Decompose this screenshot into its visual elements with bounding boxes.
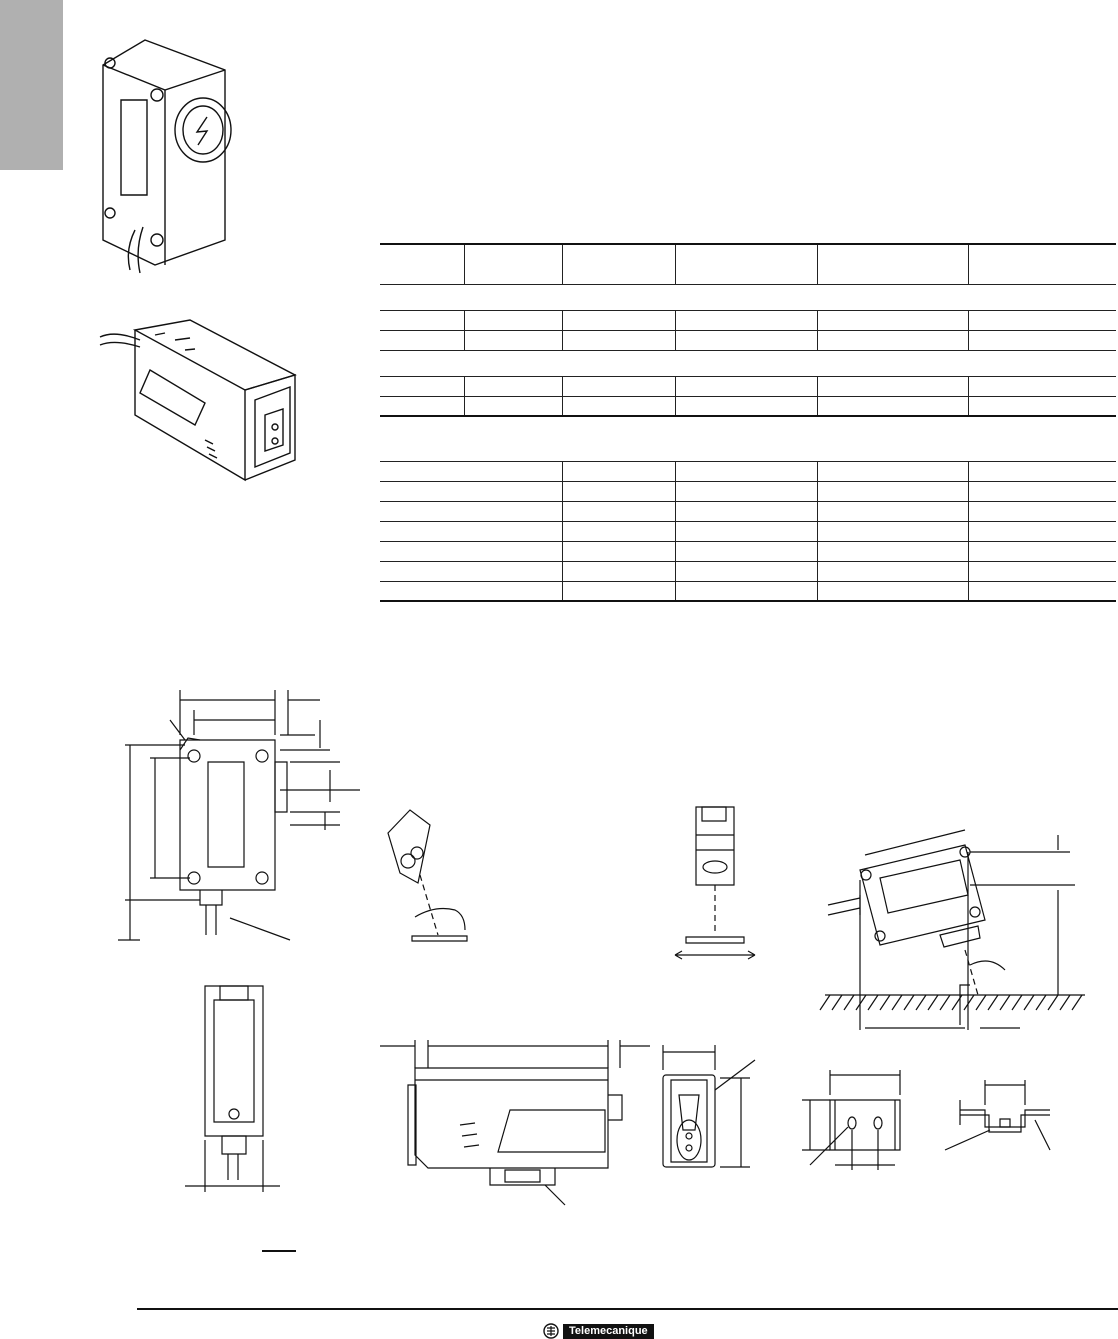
brand-logo: Telemecanique <box>543 1323 654 1339</box>
mounting-diagram-tilt <box>380 805 500 955</box>
dimension-drawing-bracket <box>790 1065 915 1185</box>
footer-rule <box>137 1308 1118 1310</box>
mounting-diagram-straight <box>670 805 770 965</box>
brand-emblem-icon <box>543 1323 559 1339</box>
specification-table <box>380 243 1116 602</box>
dimension-drawing-amplifier-side <box>380 1040 650 1210</box>
mounting-diagram-angled <box>820 820 1090 1040</box>
dimension-drawing-sensor-side <box>180 980 290 1195</box>
dimension-drawing-din-rail <box>945 1075 1055 1165</box>
product-illustration-amplifier <box>95 315 305 495</box>
dimension-drawing-amplifier-front <box>655 1040 765 1175</box>
product-illustration-sensor-round <box>95 35 240 275</box>
underline-mark <box>262 1250 296 1252</box>
brand-name: Telemecanique <box>563 1323 654 1339</box>
dimension-drawing-sensor-front <box>110 690 370 950</box>
section-tab <box>0 0 63 170</box>
